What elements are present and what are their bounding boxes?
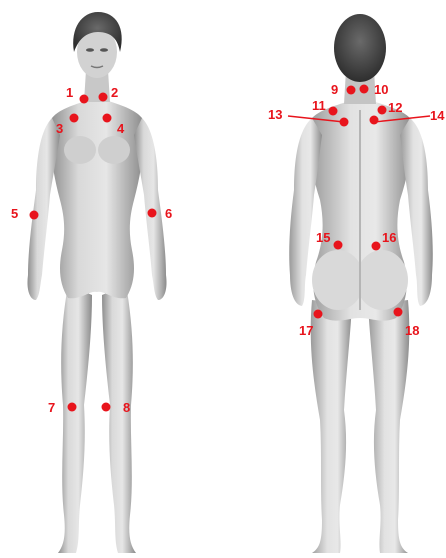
tender-point-15-dot: [334, 241, 343, 250]
tender-point-17-dot: [314, 310, 323, 319]
front-eye-right: [100, 48, 108, 52]
tender-point-4-dot: [103, 114, 112, 123]
front-left-arm: [27, 118, 60, 300]
tender-point-7-label: 7: [48, 400, 55, 415]
tender-point-9-dot: [347, 86, 356, 95]
tender-point-1-label: 1: [66, 85, 73, 100]
tender-point-8-dot: [102, 403, 111, 412]
tender-point-10-dot: [360, 85, 369, 94]
tender-point-11-label: 11: [312, 98, 326, 113]
tender-point-16-dot: [372, 242, 381, 251]
tender-point-11-dot: [329, 107, 338, 116]
front-figure: [27, 12, 166, 553]
back-head: [334, 14, 386, 82]
tender-point-12-dot: [378, 106, 387, 115]
tender-point-7-dot: [68, 403, 77, 412]
tender-point-16-label: 16: [382, 230, 396, 245]
back-left-leg: [311, 300, 352, 553]
front-chest-right: [98, 136, 130, 164]
tender-point-13-dot: [340, 118, 349, 127]
tender-point-1-dot: [80, 95, 89, 104]
back-right-leg: [368, 300, 409, 553]
tender-point-17-label: 17: [299, 323, 313, 338]
tender-point-6-dot: [148, 209, 157, 218]
tender-point-2-label: 2: [111, 85, 118, 100]
front-chest-left: [64, 136, 96, 164]
front-right-leg: [102, 285, 136, 553]
tender-point-13-label: 13: [268, 107, 282, 122]
front-eye-left: [86, 48, 94, 52]
tender-point-10-label: 10: [374, 82, 388, 97]
tender-point-2-dot: [99, 93, 108, 102]
tender-point-9-label: 9: [331, 82, 338, 97]
tender-point-5-dot: [30, 211, 39, 220]
tender-point-4-label: 4: [117, 121, 125, 136]
tender-point-8-label: 8: [123, 400, 130, 415]
tender-point-14-dot: [370, 116, 379, 125]
tender-point-3-label: 3: [56, 121, 63, 136]
front-left-leg: [58, 285, 92, 553]
back-figure: [289, 14, 433, 553]
tender-point-3-dot: [70, 114, 79, 123]
tender-point-5-label: 5: [11, 206, 18, 221]
tender-point-18-label: 18: [405, 323, 419, 338]
tender-point-15-label: 15: [316, 230, 330, 245]
tender-point-14-label: 14: [430, 108, 445, 123]
tender-point-18-dot: [394, 308, 403, 317]
tender-point-6-label: 6: [165, 206, 172, 221]
tender-point-12-label: 12: [388, 100, 402, 115]
back-glute-right: [356, 250, 408, 310]
front-torso: [50, 100, 143, 298]
